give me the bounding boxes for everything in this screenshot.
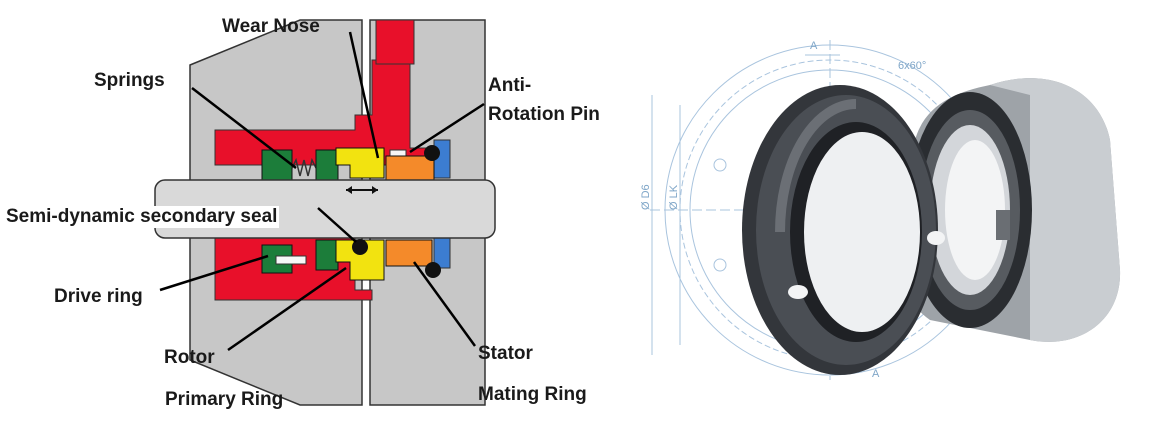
leader-stator — [412, 261, 477, 347]
o-ring-bottom-stator — [425, 262, 441, 278]
spring-top — [291, 157, 317, 177]
seal-cross-section — [154, 19, 496, 406]
label-wear-nose: Wear Nose — [222, 16, 320, 37]
annotation-angle: 6x60° — [898, 60, 927, 72]
annotation-d6: Ø D6 — [640, 184, 652, 210]
leader-rotor — [227, 266, 347, 352]
label-drive-ring: Drive ring — [54, 286, 143, 307]
spring-retainer-bottom — [315, 239, 339, 271]
spring-retainer-top — [315, 149, 339, 181]
arrow-head-left — [346, 186, 352, 194]
label-anti-rotation-pin-2: Rotation Pin — [488, 104, 600, 125]
leader-springs — [191, 87, 297, 169]
hole-3 — [713, 158, 727, 172]
arrow-head-right — [372, 186, 378, 194]
leader-drive-ring — [159, 254, 269, 292]
leader-semi-dynamic-seal — [317, 207, 357, 243]
o-ring-secondary — [352, 239, 368, 255]
o-ring-top-stator — [424, 145, 440, 161]
gland-port — [375, 19, 415, 65]
screw-bottom — [275, 255, 307, 265]
hole-4 — [713, 258, 727, 272]
pin-top — [389, 149, 407, 157]
seal-product-photo — [650, 40, 1121, 380]
mating-ring-bottom — [385, 239, 433, 267]
mating-ring-top — [385, 155, 435, 181]
label-stator: Stator — [478, 343, 533, 364]
label-rotor: Rotor — [164, 347, 215, 368]
seal-cartridge — [902, 78, 1121, 342]
primary-ring-top — [335, 147, 385, 179]
seal-mating-ring — [742, 85, 945, 375]
label-primary-ring: Primary Ring — [165, 389, 284, 410]
label-mating-ring: Mating Ring — [478, 384, 587, 405]
primary-ring-bottom — [335, 239, 385, 281]
annotation-lk: Ø LK — [668, 184, 680, 210]
label-anti-rotation-pin-1: Anti- — [488, 75, 532, 96]
annotation-a-bottom: A — [872, 368, 880, 380]
label-semi-dynamic-seal: Semi-dynamic secondary seal — [4, 206, 280, 228]
label-springs: Springs — [94, 70, 165, 91]
leader-anti-rotation-pin — [409, 102, 485, 154]
annotation-a-top: A — [810, 40, 818, 52]
leader-wear-nose — [348, 31, 380, 159]
